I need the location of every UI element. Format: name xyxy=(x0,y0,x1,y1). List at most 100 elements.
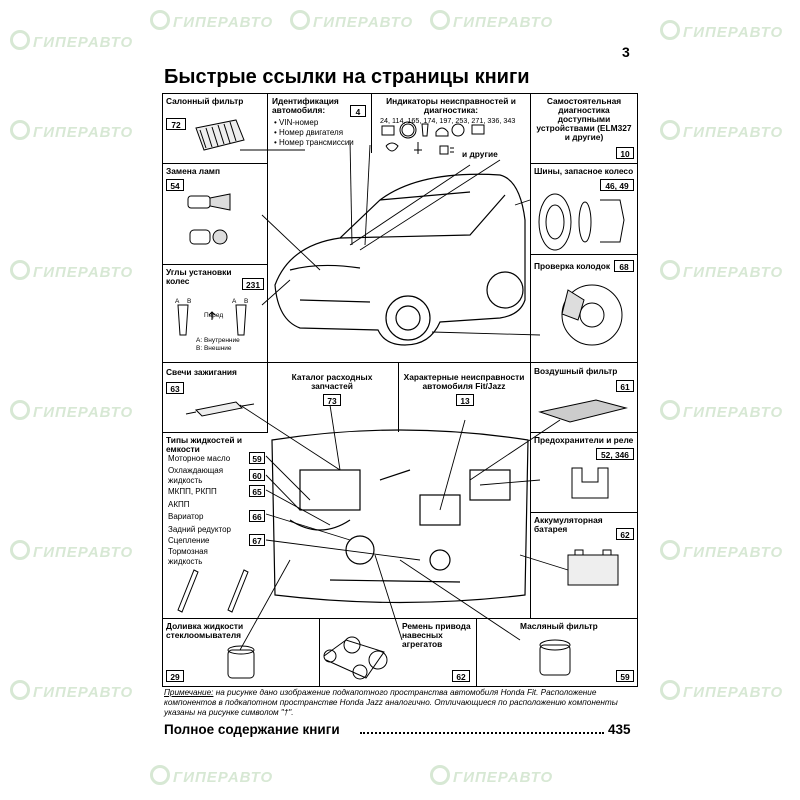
wheel-b-label: В xyxy=(244,298,249,305)
divider xyxy=(530,163,638,164)
pads-ref[interactable]: 68 xyxy=(614,260,634,272)
divider xyxy=(371,93,372,153)
watermark: ГИПЕРАВТО xyxy=(660,120,783,141)
divider xyxy=(162,432,268,433)
washer-reservoir-icon xyxy=(227,645,255,679)
identification-label: Идентификация автомобиля: xyxy=(272,96,339,115)
watermark: ГИПЕРАВТО xyxy=(10,680,133,701)
tires-ref[interactable]: 46, 49 xyxy=(600,179,634,191)
self-diagnostics-ref[interactable]: 10 xyxy=(616,147,634,159)
fluids-label: Типы жидкостей и емкости xyxy=(166,435,243,454)
salon-filter-ref[interactable]: 72 xyxy=(166,118,186,130)
fluid-item: Сцепление xyxy=(168,536,210,545)
watermark: ГИПЕРАВТО xyxy=(10,540,133,561)
indicators-extra: и другие xyxy=(462,149,498,159)
tpms-icon xyxy=(385,142,399,152)
divider xyxy=(267,93,268,163)
fluid-ref[interactable]: 65 xyxy=(249,485,265,497)
watermark: ГИПЕРАВТО xyxy=(430,765,553,786)
indicators-label: Индикаторы неисправностей и диагностика: xyxy=(386,96,516,115)
temp-icon xyxy=(414,142,422,154)
divider xyxy=(162,264,268,265)
indicators-pages: 24, 114, 165, 174, 197, 253, 271, 336, 3… xyxy=(380,116,516,125)
self-diagnostics-label: Самостоятельная диагностика доступными у… xyxy=(536,96,632,142)
divider xyxy=(476,618,477,687)
fluid-ref[interactable]: 60 xyxy=(249,469,265,481)
catalog-ref[interactable]: 73 xyxy=(323,394,341,406)
divider xyxy=(398,362,399,432)
watermark: ГИПЕРАВТО xyxy=(10,120,133,141)
belt-label: Ремень привода навесных агрегатов xyxy=(402,621,471,649)
battery-label: Аккумуляторная батарея xyxy=(534,515,603,534)
fluid-item: Охлаждающая жидкость xyxy=(168,466,224,485)
wheel-angles-ref[interactable]: 231 xyxy=(242,278,264,290)
divider xyxy=(267,362,268,432)
identification-ref[interactable]: 4 xyxy=(350,105,366,117)
wheel-legend-a: А: Внутренние xyxy=(196,337,240,344)
spark-plug-icon xyxy=(185,401,255,417)
watermark: ГИПЕРАВТО xyxy=(290,10,413,31)
toc-link-label[interactable]: Полное содержание книги xyxy=(164,722,340,737)
divider xyxy=(530,254,638,255)
belt-ref[interactable]: 62 xyxy=(452,670,470,682)
divider xyxy=(530,163,531,362)
fluid-ref[interactable]: 67 xyxy=(249,534,265,546)
faults-ref[interactable]: 13 xyxy=(456,394,474,406)
lamps-label: Замена ламп xyxy=(166,166,221,176)
fuses-ref[interactable]: 52, 346 xyxy=(596,448,634,460)
watermark: ГИПЕРАВТО xyxy=(660,260,783,281)
oil-icon xyxy=(435,127,449,137)
toc-page-number[interactable]: 435 xyxy=(608,722,631,737)
fluid-item: Тормозная жидкость xyxy=(168,547,208,566)
fluid-item: АКПП xyxy=(168,500,190,509)
car-battery-icon xyxy=(567,549,619,586)
divider xyxy=(267,163,268,362)
air-filter-ref[interactable]: 61 xyxy=(616,380,634,392)
lamps-ref[interactable]: 54 xyxy=(166,179,184,191)
fluid-item: Задний редуктор xyxy=(168,525,231,534)
watermark: ГИПЕРАВТО xyxy=(150,10,273,31)
wheel-legend-b: В: Внешние xyxy=(196,345,232,352)
watermark: ГИПЕРАВТО xyxy=(150,765,273,786)
list-item: Номер трансмиссии xyxy=(274,138,354,148)
identification-list: VIN-номер Номер двигателя Номер трансмис… xyxy=(274,118,354,148)
catalog-label: Каталог расходных запчастей xyxy=(291,372,373,391)
wheel-a-label: А xyxy=(232,298,237,305)
watermark: ГИПЕРАВТО xyxy=(660,680,783,701)
oil-filter-label: Масляный фильтр xyxy=(520,621,598,631)
abs-icon xyxy=(399,121,417,139)
watermark: ГИПЕРАВТО xyxy=(660,400,783,421)
page-title: Быстрые ссылки на страницы книги xyxy=(164,66,530,88)
divider xyxy=(162,618,638,619)
fluid-item: МКПП, РКПП xyxy=(168,487,217,496)
divider xyxy=(162,163,268,164)
car-illustration xyxy=(274,173,526,346)
tires-label: Шины, запасное колесо xyxy=(534,166,634,176)
washer-ref[interactable]: 29 xyxy=(166,670,184,682)
tire-icon xyxy=(538,193,625,251)
fuses-label: Предохранители и реле xyxy=(534,435,634,445)
battery-icon xyxy=(471,124,485,135)
faults-label: Характерные неисправности автомобиля Fit… xyxy=(403,372,525,391)
fluid-ref[interactable]: 59 xyxy=(249,452,265,464)
quick-links-frame xyxy=(162,93,638,687)
fuse-icon xyxy=(571,467,609,499)
wheel-b-label: В xyxy=(187,298,192,305)
wheel-angles-label: Углы установки колес xyxy=(166,267,232,286)
battery-ref[interactable]: 62 xyxy=(616,528,634,540)
list-item: Номер двигателя xyxy=(274,128,354,138)
oil-filter-ref[interactable]: 59 xyxy=(616,670,634,682)
divider xyxy=(530,93,531,163)
watermark: ГИПЕРАВТО xyxy=(10,30,133,51)
leader-lines xyxy=(239,139,569,651)
divider xyxy=(530,432,531,618)
list-item: VIN-номер xyxy=(274,118,354,128)
cabin-filter-icon xyxy=(195,119,245,151)
divider xyxy=(162,362,638,363)
divider xyxy=(530,432,638,433)
spark-plugs-ref[interactable]: 63 xyxy=(166,382,184,394)
fluid-ref[interactable]: 66 xyxy=(249,510,265,522)
fluid-item: Вариатор xyxy=(168,512,204,521)
seatbelt-icon xyxy=(421,123,429,137)
